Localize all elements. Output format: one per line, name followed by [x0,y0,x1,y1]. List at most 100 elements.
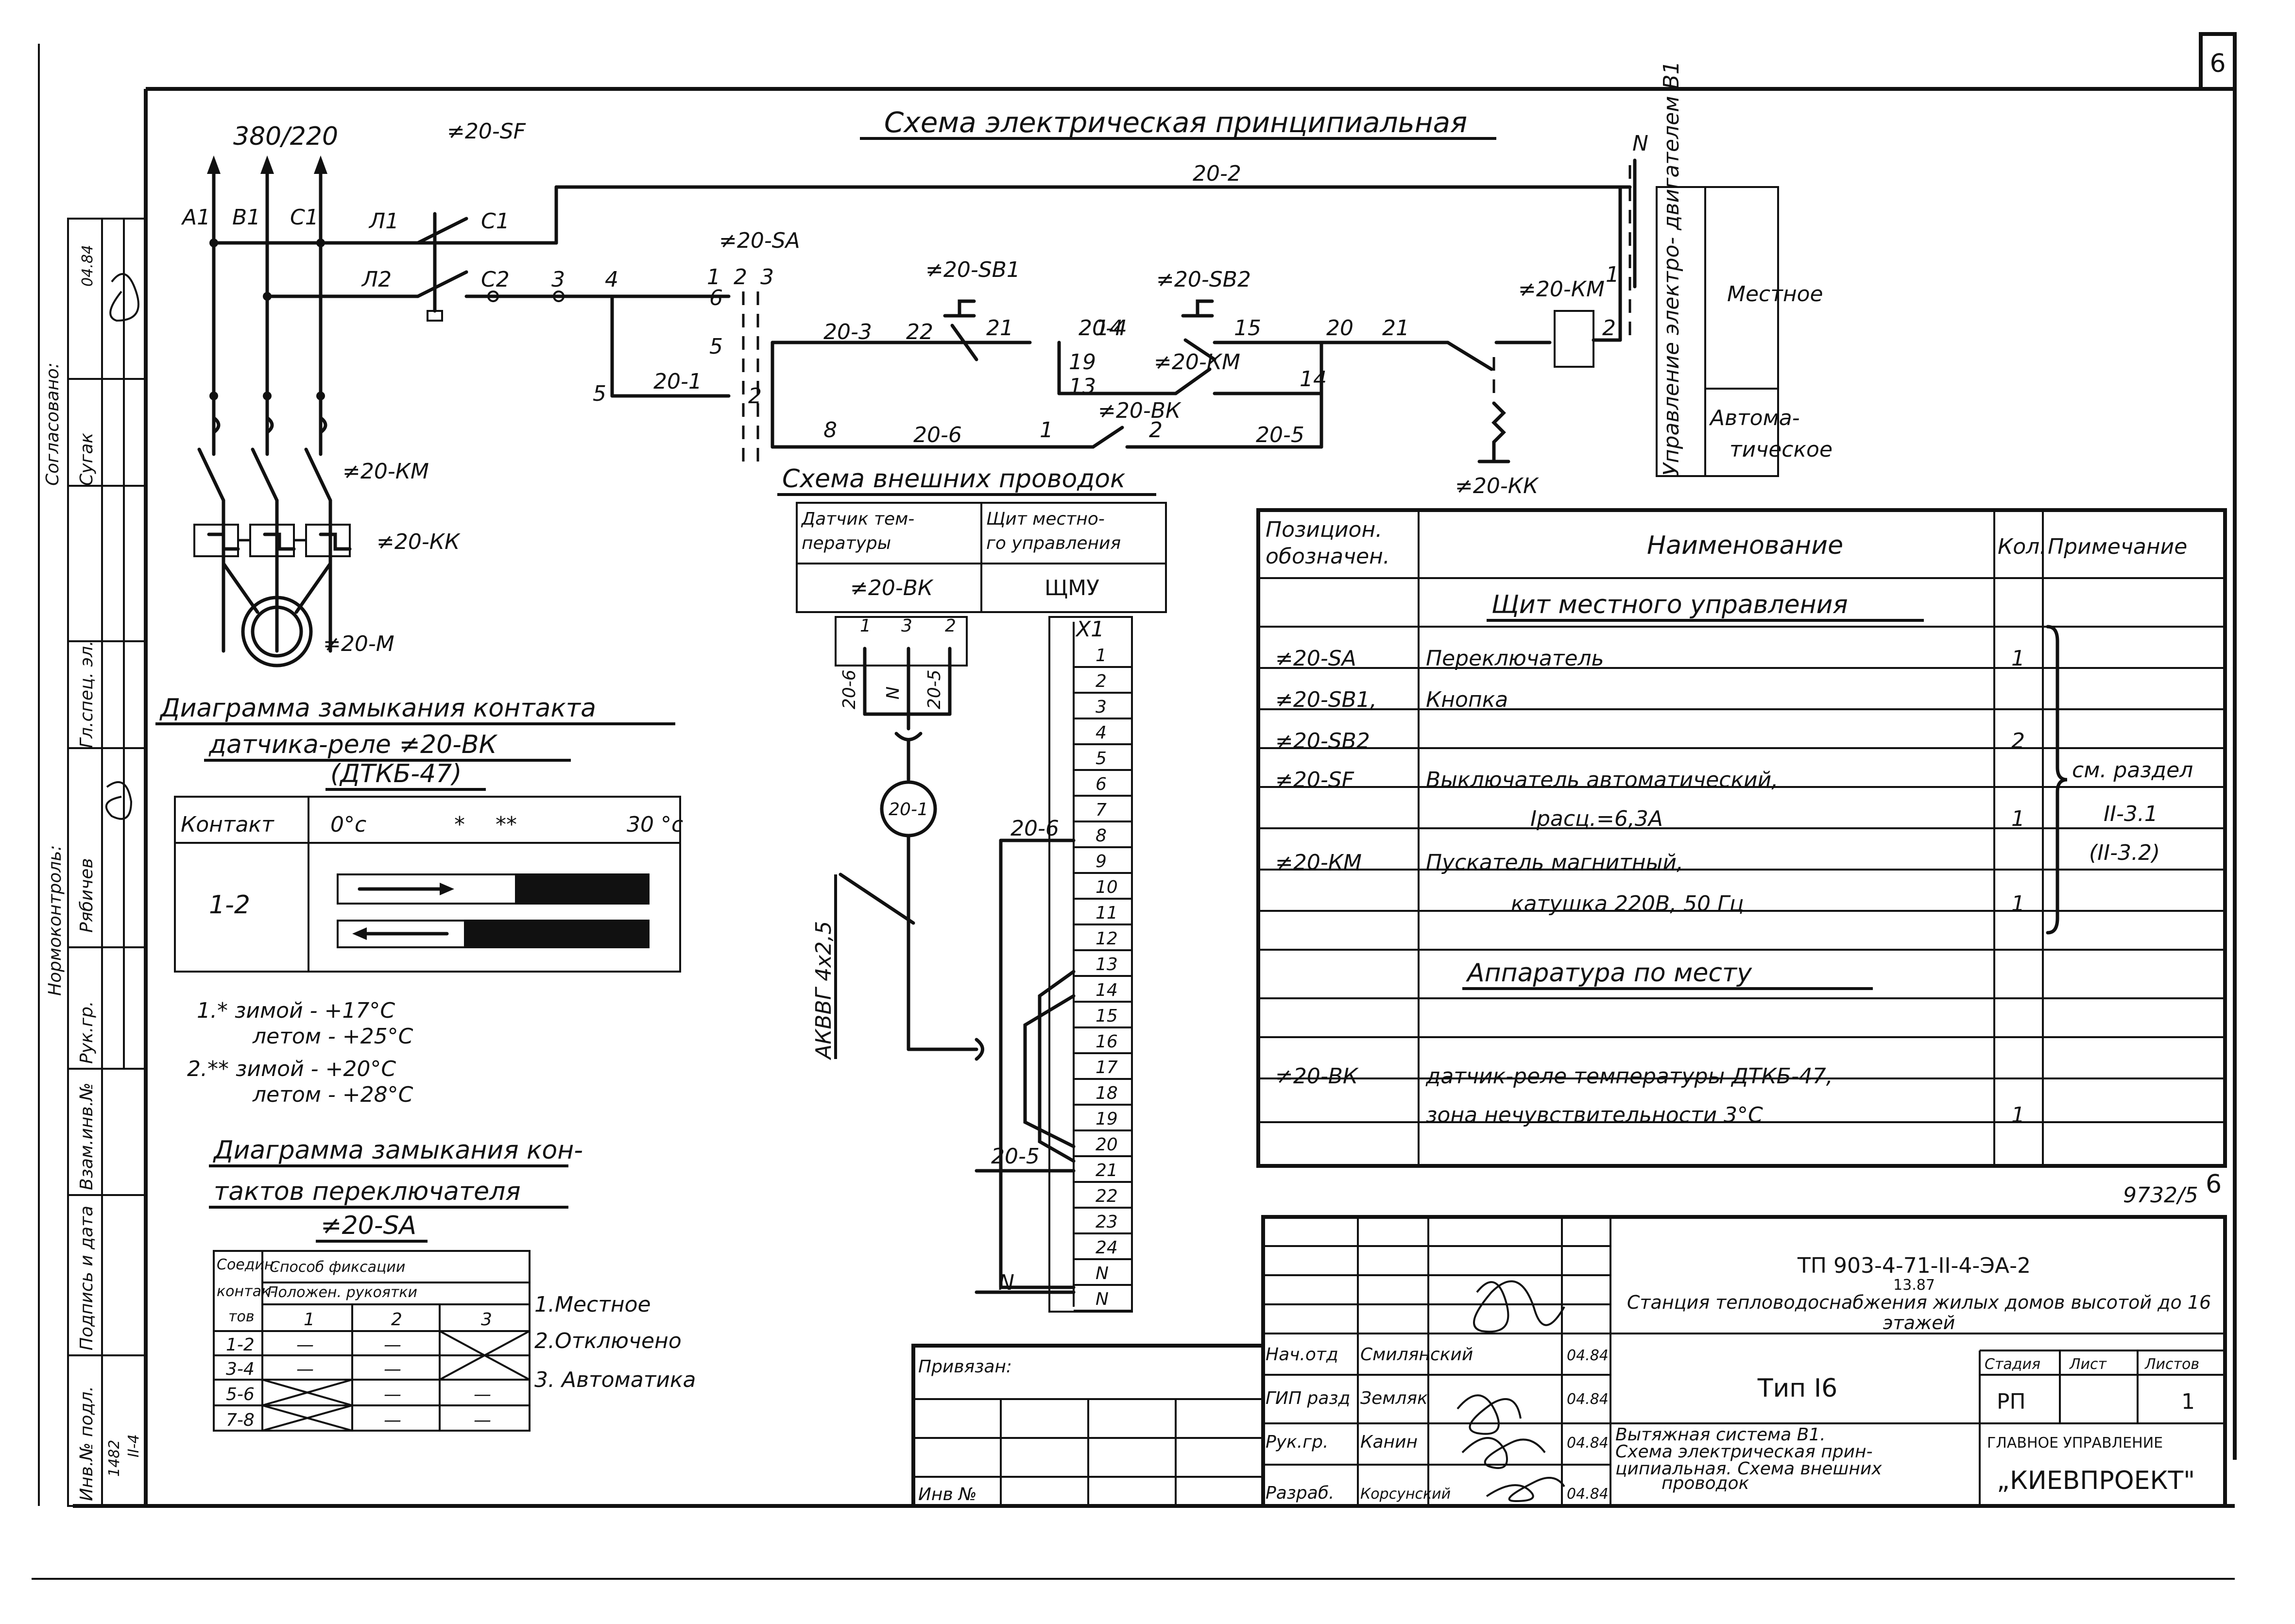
sensor-terminal-3: 3 [901,616,912,636]
node-c1-label: С1 [481,209,510,234]
terminal-label: 2 [1096,671,1107,691]
switch-ref: ≠20-SA [719,228,800,253]
button1-ref: ≠20-SB1 [925,257,1020,282]
switch-row-3: 5-6 [226,1385,255,1404]
sheet-code-number: 6 [2206,1170,2222,1199]
stamp-role-4: Разраб. [1266,1483,1334,1503]
inv-duplicate-label: Взам.инв.№ [77,1082,97,1190]
contact-row-label: 1-2 [209,890,250,920]
breaker-ref: ≠20-SF [447,119,526,144]
mode-rotated-label: Управление электро- двигателем В1 [1659,61,1684,476]
terminal-label: 9 [1096,852,1107,872]
switch-diagram-title-1: Диаграмма замыкания кон- [213,1136,583,1165]
stamp-name-1: Смилянский [1360,1345,1473,1365]
node-1-label: 1 [707,265,720,290]
content-line-1: Вытяжная система В1. [1615,1425,1826,1445]
phase-a-label: А1 [181,205,210,230]
switch-header-3: тов [228,1308,255,1325]
spec-pos: ≠20-SB1, [1275,687,1377,712]
spec-name: датчик-реле температуры ДТКБ-47, [1425,1064,1833,1089]
content-line-2: Схема электрическая прин- [1615,1442,1873,1462]
spec-row-lines [1258,626,2225,1123]
signature-stamp-4 [1486,1477,1565,1503]
sensor-header-1: Датчик тем- [801,509,914,529]
stage-header: Стадия [1985,1356,2040,1373]
cell-r1-p1: — [296,1335,314,1355]
sensor-contact-ref: ≠20-ВК [1098,398,1182,423]
relay-contact-ref: ≠20-КК [1455,474,1539,498]
name-ryabichev: Рябичев [77,858,97,933]
inv-original-label: Инв.№ подл. [77,1386,97,1501]
switch-legend-1: 1.Местное [534,1292,651,1317]
agreed-label: Согласовано: [43,362,63,486]
terminal-label: 13 [1096,955,1118,974]
note-1a: 1.* зимой - +17°С [197,998,395,1023]
panel-value: ЩМУ [1045,576,1099,600]
terminal-label: 11 [1096,903,1118,923]
sheet-code: 9732/5 [2123,1183,2198,1208]
switch-group-header: Способ фиксации [270,1259,405,1276]
sheet-header: Лист [2069,1356,2107,1373]
switch-row-4: 7-8 [226,1410,255,1430]
spec-name: зона нечувствительности 3°С [1426,1103,1763,1128]
sheets-header: Листов [2144,1356,2199,1373]
note-2a: 2.** зимой - +20°С [187,1057,396,1081]
spec-header-qty: Кол. [1998,534,2046,559]
closed-mark-r1r2-p3 [439,1330,530,1381]
org-line-2: „КИЕВПРОЕКТ" [1997,1466,2195,1495]
node-19-label: 19 [1069,350,1096,375]
sensor-wire-2: N [883,686,903,700]
document-code: ТП 903-4-71-II-4-ЭА-2 [1797,1253,2031,1278]
terminal-label: 3 [1096,697,1107,717]
stamp-role-1: Нач.отд [1266,1345,1338,1365]
stamp-role-3: Рук.гр. [1266,1432,1328,1452]
spec-header-note: Примечание [2048,534,2187,559]
terminal-label: 7 [1096,800,1107,820]
spec-pos: ≠20-SF [1275,768,1354,792]
terminal-label: 5 [1096,749,1107,769]
cell-r2-p2: — [384,1359,401,1379]
bound-label: Привязан: [918,1357,1012,1377]
node-4-label: 4 [605,267,618,292]
power-circuit: 380/220 А1 В1 С1 ≠20-SF Л1 Л2 С1 С2 [181,119,1632,667]
spec-note-3: (II-3.2) [2089,840,2160,865]
sensor-terminal-1: 1 [860,616,871,636]
project-title-box: Станция тепловодоснабжения жилых домов в… [1627,1292,2211,1333]
terminal-wire-20-5: 20-5 [991,1144,1040,1169]
sheets-total: 1 [2181,1389,2195,1414]
node-3b-label: 3 [760,265,774,290]
switch-header-1: Соедин. [217,1256,278,1273]
specification-table: Позицион. обозначен. Наименование Кол. П… [1256,508,2227,1208]
role-group-head: Рук.гр. [77,1001,97,1064]
switch-sub-header: Положен. рукоятки [267,1284,417,1301]
node-3-label: 3 [551,267,565,292]
title-block: Привязан: Инв № ТП 903-4-71-II-4-ЭА-2 13… [911,1215,2227,1508]
spec-name: Выключатель автоматический, [1426,768,1778,792]
cell-r4-p3: — [474,1410,491,1430]
node-5b-label: 5 [709,334,723,359]
button2-ref: ≠20-SB2 [1156,267,1251,292]
terminal-label: 16 [1096,1032,1118,1052]
spec-qty: 1 [2011,806,2025,831]
node-6-label: 6 [709,286,723,310]
node-c2-label: С2 [481,267,510,292]
coil-ref: ≠20-КМ [1518,277,1605,302]
terminal-label: N [1096,1264,1109,1283]
wire-20-4-label: 20-4 [1079,316,1127,341]
content-line-4: проводок [1661,1473,1749,1493]
node-21-label: 21 [986,316,1013,341]
spec-qty: 2 [2011,729,2025,753]
spec-qty: 1 [2011,891,2025,916]
terminal-label: 23 [1096,1212,1118,1232]
terminal-wire-20-6: 20-6 [1010,816,1059,841]
stamp-name-4: Корсунский [1360,1486,1451,1503]
node-5-label: 5 [593,381,606,406]
spec-name: Пускатель магнитный, [1426,850,1683,875]
switch-header-2: контак- [217,1283,275,1300]
spec-header-name: Наименование [1647,531,1843,560]
terminal-label: 6 [1096,774,1107,794]
contact-diagram: Диаграмма замыкания контакта датчика-рел… [155,694,683,1107]
inv-no-label: Инв № [918,1485,977,1504]
phase-b-label: В1 [232,205,260,230]
stage-value: РП [1997,1389,2026,1414]
